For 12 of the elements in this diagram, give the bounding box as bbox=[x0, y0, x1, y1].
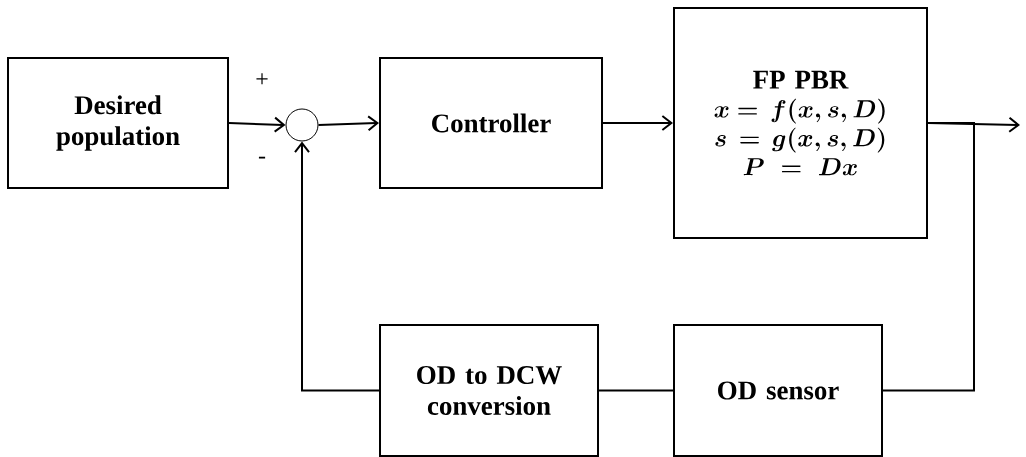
arrow bbox=[228, 116, 286, 133]
block-box: OD to DCW conversion bbox=[379, 324, 599, 457]
arrow bbox=[602, 115, 673, 131]
sign-label: + bbox=[256, 73, 268, 85]
summing-junction bbox=[285, 108, 319, 142]
block-box: OD sensor bbox=[673, 324, 883, 457]
block-box: Desired population bbox=[7, 57, 229, 189]
block-box: Controller bbox=[379, 57, 603, 189]
block-box: FP PBR $x\!= f(x,s,D)$ $s = g(x,s,D)$ $P = Dx$ bbox=[673, 7, 928, 239]
arrow bbox=[317, 115, 379, 132]
arrow bbox=[294, 141, 380, 392]
sign-label: - bbox=[258, 156, 266, 159]
